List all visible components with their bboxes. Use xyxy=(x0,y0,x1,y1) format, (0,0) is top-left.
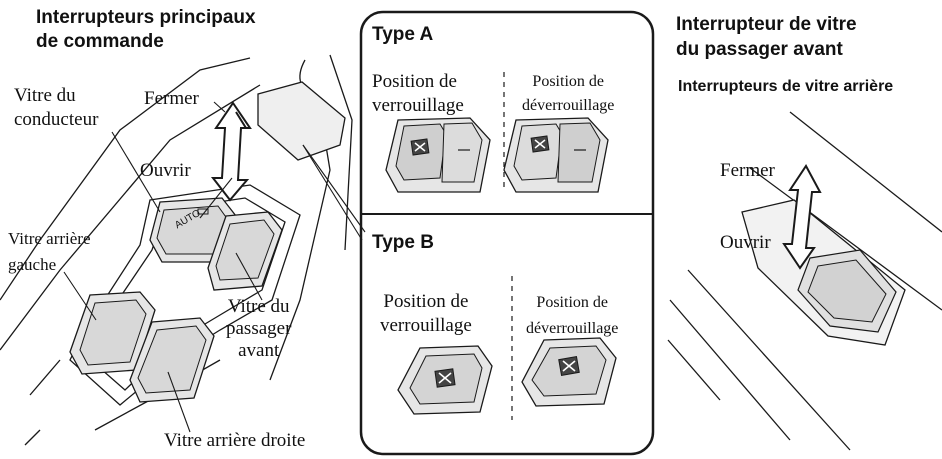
rear-left-window-label-line2: gauche xyxy=(8,255,57,274)
open-close-arrow-right xyxy=(782,164,822,270)
rear-left-window-label-line1: Vitre arrière xyxy=(8,229,91,248)
passenger-switch-heading: Interrupteur de vitre du passager avant xyxy=(676,12,857,62)
driver-window-label-line1: Vitre du xyxy=(14,85,76,106)
rear-switches-subheading: Interrupteurs de vitre arrière xyxy=(678,78,894,95)
main-switches-heading-line2: de commande xyxy=(36,31,164,52)
lock-panel-box xyxy=(359,10,655,456)
passenger-switch-heading-line2: du passager avant xyxy=(676,39,843,60)
driver-window-label-line2: conducteur xyxy=(14,109,99,130)
open-close-arrow-left xyxy=(210,101,252,202)
main-switches-heading-line1: Interrupteurs principaux xyxy=(36,7,256,28)
type-b-unlock-switch xyxy=(521,337,617,407)
open-label-left: Ouvrir xyxy=(140,160,191,181)
front-passenger-window-label-line2: passager xyxy=(226,318,292,339)
main-switches-heading: Interrupteurs principaux de commande xyxy=(36,6,256,54)
close-label-right: Fermer xyxy=(720,160,775,181)
front-passenger-window-label-line3: avant xyxy=(238,340,280,361)
driver-switch xyxy=(149,197,237,263)
type-a-unlock-switch xyxy=(503,117,609,193)
front-passenger-window-label-line1: Vitre du xyxy=(227,296,290,317)
rear-left-window-label: Vitre arrière gauche xyxy=(8,226,91,278)
type-a-unlock-label-line2: déverrouillage xyxy=(522,97,615,114)
type-b-title: Type B xyxy=(372,232,434,253)
type-a-title: Type A xyxy=(372,24,434,45)
type-b-lock-label: Position de verrouillage xyxy=(380,290,472,338)
passenger-switch-right xyxy=(741,199,906,346)
type-a-unlock-label-line1: Position de xyxy=(532,73,604,90)
type-a-lock-label-line2: verrouillage xyxy=(372,95,464,116)
type-b-unlock-label-line2: déverrouillage xyxy=(526,320,619,337)
rear-right-window-label: Vitre arrière droite xyxy=(164,430,306,451)
passenger-switch-heading-line1: Interrupteur de vitre xyxy=(676,14,857,35)
driver-window-label: Vitre du conducteur xyxy=(14,84,98,132)
rear-left-switch xyxy=(69,291,156,375)
passenger-door-panel xyxy=(667,111,942,451)
type-a-lock-label-line1: Position de xyxy=(372,71,457,92)
front-passenger-window-label: Vitre du passager avant xyxy=(226,296,291,362)
rear-right-switch xyxy=(129,317,215,403)
type-b-lock-switch xyxy=(397,345,493,415)
close-label-left: Fermer xyxy=(144,88,199,109)
type-b-unlock-label-line1: Position de xyxy=(536,294,608,311)
top-switch xyxy=(257,81,346,161)
type-b-lock-label-line2: verrouillage xyxy=(380,315,472,336)
open-label-right: Ouvrir xyxy=(720,232,771,253)
type-b-unlock-label: Position de déverrouillage xyxy=(526,290,618,342)
type-a-lock-label: Position de verrouillage xyxy=(372,70,464,118)
leader-lines-left xyxy=(63,101,366,433)
front-passenger-switch xyxy=(207,211,283,291)
type-a-lock-switch xyxy=(385,117,491,193)
type-a-unlock-label: Position de déverrouillage xyxy=(522,70,614,118)
type-b-lock-label-line1: Position de xyxy=(383,291,469,312)
